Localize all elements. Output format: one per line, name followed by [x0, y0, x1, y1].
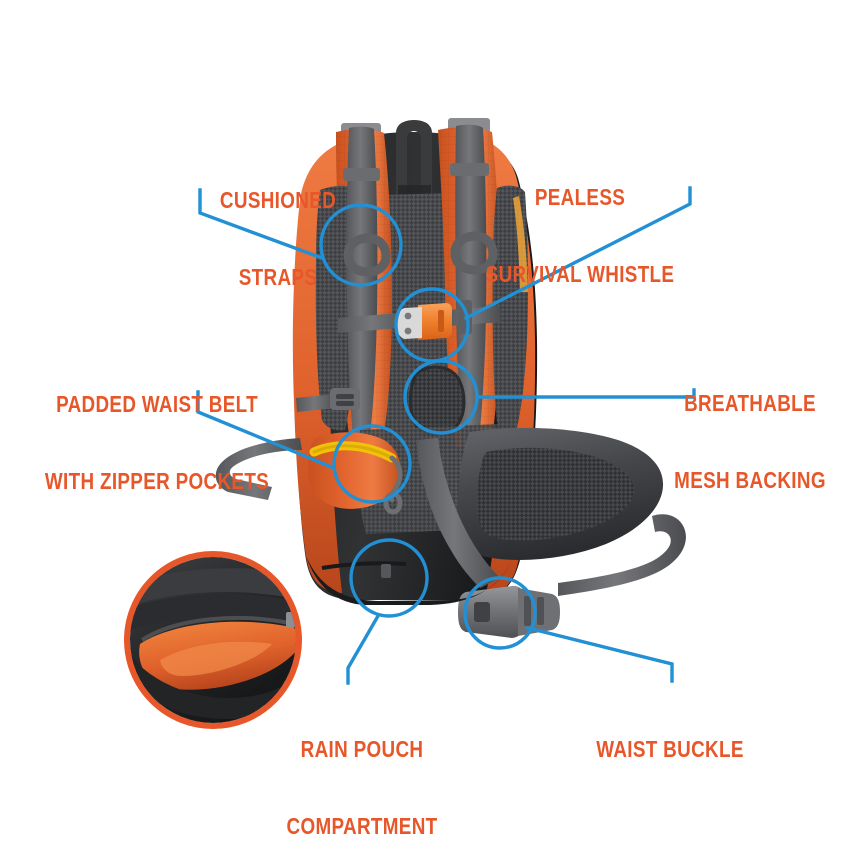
- rain-pouch-zipper: [321, 561, 407, 570]
- callout-circle-cushioned-straps: [319, 203, 403, 287]
- callout-line2: COMPARTMENT: [286, 812, 438, 839]
- inset-ring: [124, 551, 302, 729]
- callout-label-cushioned-straps: CUSHIONED STRAPS: [171, 136, 384, 342]
- callout-line1: WAIST BUCKLE: [596, 735, 744, 762]
- rain-pouch-inset-photo: [124, 551, 302, 729]
- callout-line-rain-pouch: [346, 613, 381, 685]
- waist-belt-webbing-right: [558, 514, 686, 596]
- callout-line1: BREATHABLE: [684, 389, 816, 416]
- whistle-prong-hole-top: [404, 312, 412, 320]
- waist-buckle-group: [458, 585, 560, 638]
- callout-line-padded-waist-belt: [196, 390, 337, 471]
- callout-line-waist-buckle: [525, 625, 674, 683]
- inset-rain-cover-fold: [160, 641, 272, 676]
- callout-line1: PEALESS: [534, 183, 626, 210]
- waist-buckle-male-ridge: [524, 596, 531, 626]
- callout-circle-padded-waist-belt: [332, 424, 412, 504]
- rain-pouch-zipper-pull: [381, 564, 391, 578]
- callout-label-pealess-survival-whistle: PEALESS SURVIVAL WHISTLE: [416, 133, 744, 339]
- right-strap-d-ring: [450, 231, 498, 275]
- compression-strap-upper: [296, 394, 337, 412]
- orange-accent-right: [513, 196, 528, 292]
- callout-leader-lines: [196, 186, 696, 685]
- callout-line2: SURVIVAL WHISTLE: [485, 260, 675, 287]
- callout-line2: MESH BACKING: [674, 466, 826, 493]
- inset-fabric-fold-top: [130, 568, 296, 606]
- whistle-buckle-male-prongs: [396, 307, 422, 339]
- callout-circle-waist-buckle: [463, 576, 537, 650]
- callout-line1: CUSHIONED: [219, 186, 337, 213]
- top-grab-handle: [396, 120, 432, 196]
- waist-belt-zipper-teeth: [312, 444, 394, 460]
- lumbar-mesh-pad: [409, 365, 466, 437]
- whistle-buckle-slot: [438, 310, 444, 332]
- inset-zipper-line: [140, 615, 295, 642]
- callout-label-waist-buckle: WAIST BUCKLE: [580, 685, 760, 814]
- callout-label-rain-pouch-compartment: RAIN POUCH COMPARTMENT: [252, 685, 472, 850]
- callout-line1: PADDED WAIST BELT: [56, 390, 258, 417]
- waist-belt-webbing-left: [416, 438, 500, 588]
- compression-strap-buckle-slot: [336, 394, 354, 399]
- inset-fabric-fold-mid: [130, 594, 296, 630]
- waist-belt-right-wing-mesh: [476, 447, 635, 541]
- whistle-prong-hole-bottom: [404, 327, 412, 335]
- waist-buckle-female: [458, 585, 524, 638]
- waist-buckle-male-ridge-2: [537, 597, 544, 625]
- waist-buckle-slot: [474, 602, 490, 622]
- callout-line1: RAIN POUCH: [300, 735, 424, 762]
- callout-line-pealess-whistle: [463, 186, 692, 321]
- callout-line-cushioned-straps: [198, 188, 325, 261]
- left-strap-keeper: [343, 168, 380, 181]
- sternum-strap-left: [338, 312, 413, 333]
- inset-pocket-flap: [130, 648, 296, 719]
- callout-line-breathable-mesh: [475, 388, 696, 399]
- callout-line2: WITH ZIPPER POCKETS: [44, 467, 270, 494]
- compression-strap-buckle-slot-2: [336, 401, 354, 406]
- right-strap-keeper: [450, 163, 489, 176]
- callout-label-padded-waist-belt: PADDED WAIST BELT WITH ZIPPER POCKETS: [45, 340, 270, 546]
- callout-line2: STRAPS: [238, 263, 318, 290]
- whistle-buckle-group: [396, 303, 452, 340]
- callout-circle-rain-pouch: [349, 538, 429, 618]
- waist-belt-left-strap: [215, 438, 302, 500]
- callout-label-breathable-mesh-backing: BREATHABLE MESH BACKING: [643, 339, 850, 545]
- left-strap-d-ring: [343, 233, 391, 277]
